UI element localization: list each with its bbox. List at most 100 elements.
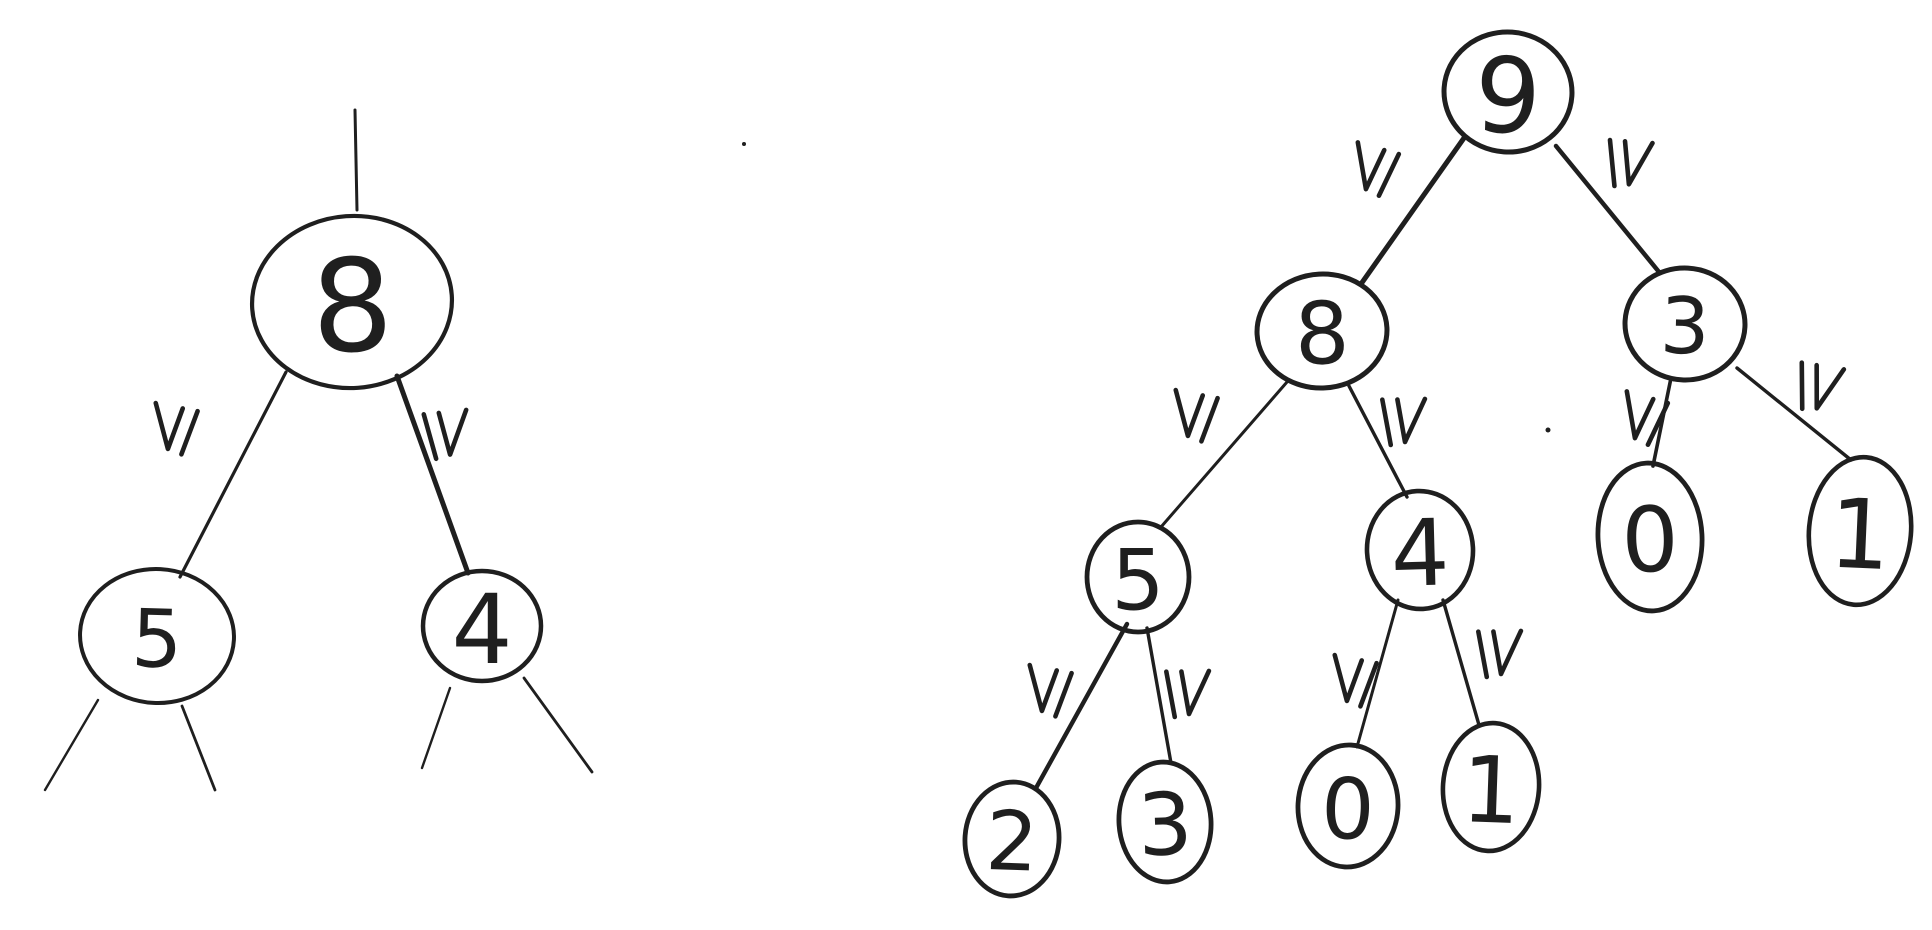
pencil-speck xyxy=(742,142,746,146)
relation-mark-vee xyxy=(1622,139,1655,187)
relation-mark-geq xyxy=(1380,396,1428,448)
left-tree: 8 5 4 xyxy=(43,108,594,792)
elided-subtree-stub xyxy=(180,704,217,792)
tree-node-3: 3 xyxy=(1622,265,1748,383)
relation-mark-vee xyxy=(1332,652,1365,704)
tree-node-1: 1 xyxy=(1806,454,1914,608)
tree-node-4: 4 xyxy=(1364,488,1476,612)
tree-edge xyxy=(394,373,471,576)
node-circle xyxy=(962,779,1062,899)
tree-edge xyxy=(1347,384,1409,499)
tree-edge xyxy=(1553,143,1662,275)
tree-node-2: 2 xyxy=(962,779,1062,899)
tree-edge xyxy=(1033,621,1130,791)
elided-subtree-stub xyxy=(43,698,100,792)
relation-mark-vee xyxy=(1491,628,1524,677)
relation-mark-geq xyxy=(1027,662,1074,719)
tree-node-5: 5 xyxy=(78,566,236,706)
relation-mark-vee xyxy=(1355,140,1387,192)
node-circle xyxy=(1254,271,1390,391)
node-value: 1 xyxy=(1827,478,1893,593)
node-circle xyxy=(1116,759,1214,885)
node-value: 0 xyxy=(1320,760,1376,859)
relation-mark-vee xyxy=(1395,396,1428,445)
node-circle xyxy=(1622,265,1748,383)
tree-node-9: 9 xyxy=(1441,29,1575,158)
relation-mark-vee xyxy=(436,407,469,457)
node-value: 8 xyxy=(309,231,396,383)
relation-mark-geq xyxy=(421,407,469,462)
tree-edge xyxy=(1145,626,1173,765)
relation-mark-slash xyxy=(1476,629,1490,680)
tree-edge xyxy=(1355,598,1400,749)
node-circle xyxy=(1440,720,1542,854)
node-value: 4 xyxy=(451,574,512,686)
relation-mark-vee xyxy=(1814,362,1847,411)
node-circle xyxy=(420,568,544,684)
relation-mark-vee xyxy=(1624,389,1656,441)
relation-mark-slash xyxy=(1799,360,1805,412)
tree-edge xyxy=(1441,598,1481,727)
relation-mark-geq xyxy=(1624,389,1671,448)
tree-edge xyxy=(178,370,288,579)
pencil-speck xyxy=(1545,427,1551,433)
node-value: 5 xyxy=(1111,531,1164,629)
node-circle xyxy=(1595,460,1705,614)
node-circle xyxy=(1806,454,1914,608)
node-circle xyxy=(1364,488,1476,612)
relation-mark-slash xyxy=(179,408,200,457)
relation-mark-slash xyxy=(421,412,439,462)
node-value: 1 xyxy=(1460,736,1522,845)
node-circle xyxy=(249,213,455,391)
relation-mark-slash xyxy=(1164,669,1178,720)
tree-node-1: 1 xyxy=(1440,720,1542,854)
relation-mark-slash xyxy=(1607,137,1617,189)
node-circle xyxy=(1084,519,1192,635)
node-value: 9 xyxy=(1473,34,1543,158)
relation-mark-geq xyxy=(1355,140,1402,199)
elided-subtree-stub xyxy=(420,686,452,770)
tree-node-0: 0 xyxy=(1595,460,1705,614)
tree-edge xyxy=(1651,376,1673,468)
node-value: 3 xyxy=(1659,281,1711,372)
relation-mark-slash xyxy=(1358,660,1379,709)
tree-edge xyxy=(1159,380,1289,529)
relation-mark-geq xyxy=(1607,137,1655,189)
tree-node-5: 5 xyxy=(1084,519,1192,635)
node-circle xyxy=(1295,742,1401,870)
relation-mark-vee xyxy=(1027,662,1060,714)
tree-edge xyxy=(1358,135,1467,287)
tree-node-8: 8 xyxy=(249,213,455,391)
elided-subtree-stub xyxy=(522,676,594,774)
relation-mark-geq xyxy=(1476,628,1524,680)
node-circle xyxy=(78,566,236,706)
tree-node-0: 0 xyxy=(1295,742,1401,870)
node-circle xyxy=(1441,29,1575,155)
relation-mark-geq xyxy=(1164,668,1212,720)
relation-mark-geq xyxy=(1799,360,1847,412)
tree-edge xyxy=(1735,366,1853,462)
relation-mark-slash xyxy=(1380,397,1394,448)
relation-mark-vee xyxy=(153,400,186,452)
relation-mark-slash xyxy=(1376,151,1402,199)
relation-mark-slash xyxy=(1199,395,1220,444)
relation-mark-geq xyxy=(153,400,200,457)
node-value: 5 xyxy=(130,592,183,686)
node-value: 3 xyxy=(1136,775,1194,877)
parent-link-stub xyxy=(353,108,359,212)
node-value: 2 xyxy=(984,794,1039,891)
tree-node-4: 4 xyxy=(420,568,544,686)
relation-mark-vee xyxy=(1179,668,1212,717)
node-value: 4 xyxy=(1389,499,1450,607)
relation-mark-geq xyxy=(1332,652,1379,709)
relation-mark-vee xyxy=(1173,387,1206,439)
tree-node-8: 8 xyxy=(1254,271,1390,391)
node-value: 8 xyxy=(1293,284,1350,385)
relation-mark-slash xyxy=(1645,400,1671,448)
relation-mark-slash xyxy=(1053,670,1074,719)
tree-node-3: 3 xyxy=(1116,759,1214,885)
relation-mark-geq xyxy=(1173,387,1220,444)
